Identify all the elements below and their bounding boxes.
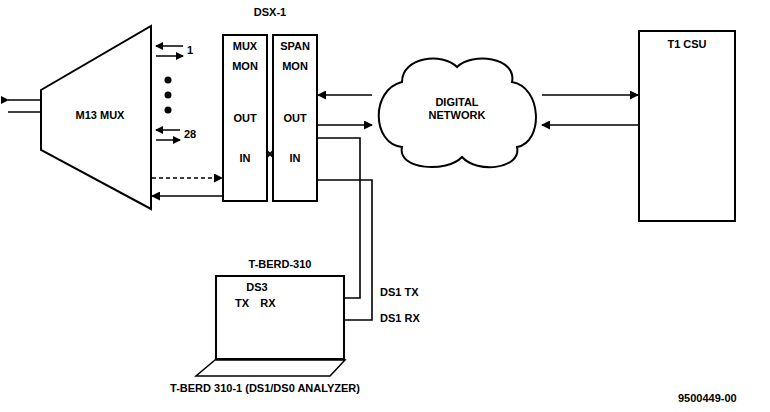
port-name: DS1 TX: [380, 286, 419, 299]
signal-line: [152, 177, 222, 179]
node-text: OUT: [224, 112, 266, 125]
figure-number: 9500449-00: [678, 392, 737, 405]
node-title: SPAN: [274, 40, 316, 53]
ellipsis-dot: [165, 92, 172, 99]
ellipsis-dot: [165, 77, 172, 84]
node-title: DSX-1: [214, 6, 326, 19]
patch-cord: [318, 138, 360, 298]
jack-panel: SPAN MON OUT IN: [272, 34, 318, 202]
test-set: T-BERD-310DS3TXRX: [215, 275, 345, 360]
analyzer-base: [196, 360, 345, 376]
node-text: IN: [224, 152, 266, 165]
ellipsis-dot: [165, 107, 172, 114]
signal-line: [318, 94, 372, 96]
channel-number: 28: [184, 128, 196, 141]
tributary-arrow: [156, 55, 183, 57]
tributary-arrow: [156, 45, 183, 47]
port-name: DS1 RX: [380, 312, 420, 325]
device-caption: T-BERD 310-1 (DS1/DS0 ANALYZER): [150, 382, 380, 395]
line-arrow: [8, 99, 44, 101]
channel-number: 1: [187, 44, 193, 57]
node-title: MUX: [224, 40, 266, 53]
signal-line: [542, 94, 638, 96]
signal-line: [152, 195, 222, 197]
node-text: TX: [227, 297, 257, 310]
node-title: M13 MUX: [52, 109, 148, 122]
patch-bay: DSX-1MUX MON OUT IN SPAN MON OUT IN: [214, 4, 326, 204]
signal-line: [318, 124, 372, 126]
tributary-arrow: [156, 129, 180, 131]
network-cloud: DIGITAL NETWORK: [372, 52, 542, 172]
node-title: T1 CSU: [640, 38, 734, 51]
node-text: MON: [224, 60, 266, 73]
node-title: T-BERD-310: [217, 258, 343, 271]
multiplexer: M13 MUX: [40, 25, 152, 210]
signal-line: [542, 124, 638, 126]
node-text: MON: [274, 60, 316, 73]
line-arrow: [8, 111, 44, 113]
node-title: DIGITAL NETWORK: [412, 96, 502, 122]
node-text: RX: [253, 297, 283, 310]
tributary-arrow: [156, 139, 180, 141]
node-text: IN: [274, 152, 316, 165]
jack-panel: MUX MON OUT IN: [222, 34, 268, 202]
csu-box: T1 CSU: [638, 30, 736, 222]
node-text: DS3: [237, 281, 277, 294]
node-text: OUT: [274, 112, 316, 125]
